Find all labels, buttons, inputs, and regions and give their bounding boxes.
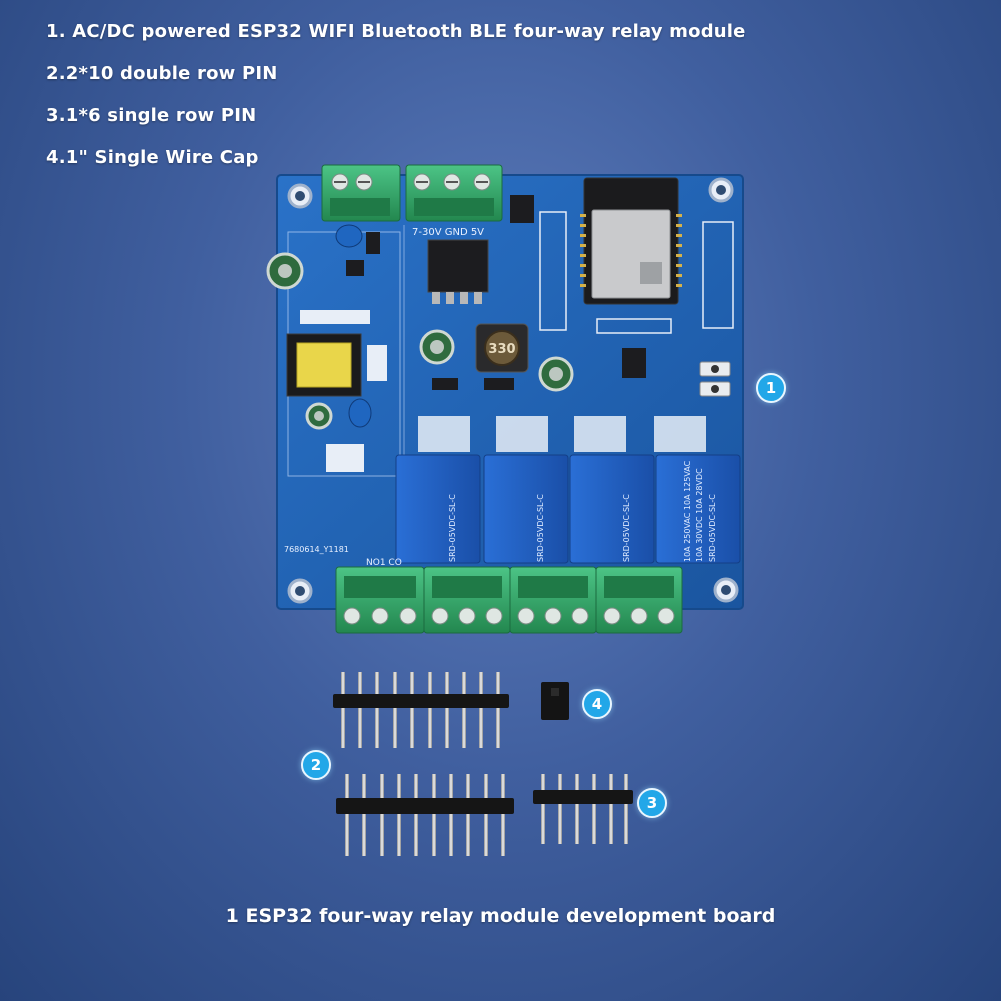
transformer — [286, 333, 362, 397]
spec-line-1: 1. AC/DC powered ESP32 WIFI Bluetooth BL… — [46, 21, 746, 42]
header-footprint-bottom — [596, 318, 672, 334]
spec-line-3: 3.1*6 single row PIN — [46, 105, 257, 126]
double-row-pin-header-2 — [336, 774, 514, 856]
spec-list: 1. AC/DC powered ESP32 WIFI Bluetooth BL… — [46, 18, 746, 186]
relay-rating-1: 10A 250VAC 10A 125VAC — [683, 460, 692, 562]
relay-3: SRD-05VDC-SL-C — [569, 454, 655, 564]
esp32-module — [580, 177, 682, 305]
mounting-holes — [287, 177, 739, 604]
spec-line-4: 4.1" Single Wire Cap — [46, 147, 259, 168]
product-caption: 1 ESP32 four-way relay module developmen… — [225, 905, 776, 927]
jumper-cap — [541, 682, 569, 720]
spec-line-2: 2.2*10 double row PIN — [46, 63, 278, 84]
relay-3-part: SRD-05VDC-SL-C — [622, 494, 631, 562]
relay-4: SRD-05VDC-SL-C 10A 250VAC 10A 125VAC 10A… — [655, 454, 741, 564]
relay-drivers — [418, 416, 706, 452]
inductor: 330 — [475, 323, 529, 373]
push-buttons — [699, 361, 731, 397]
electrolytic-capacitors — [266, 252, 574, 430]
double-row-pin-header — [333, 672, 509, 748]
terminal-block-dc — [405, 164, 503, 222]
relay-4-part: SRD-05VDC-SL-C — [708, 494, 717, 562]
callout-badge-1: 1 — [756, 373, 786, 403]
voltage-regulator — [427, 239, 489, 304]
smd-components — [300, 195, 646, 472]
relay-1-part: SRD-05VDC-SL-C — [448, 494, 457, 562]
terminal-label: NO1 CO — [366, 558, 402, 568]
bottom-terminal-blocks — [335, 566, 683, 634]
power-input-label: 7-30V GND 5V — [412, 227, 484, 238]
relay-1: SRD-05VDC-SL-C — [395, 454, 481, 564]
relay-2: SRD-05VDC-SL-C — [483, 454, 569, 564]
header-footprint-right — [702, 221, 734, 329]
header-footprint-left — [539, 211, 567, 331]
relay-2-part: SRD-05VDC-SL-C — [536, 494, 545, 562]
relay-rating-2: 10A 30VDC 10A 28VDC — [695, 468, 704, 562]
callout-badge-2: 2 — [301, 750, 331, 780]
callout-badge-4: 4 — [582, 689, 612, 719]
single-row-pin-header — [533, 774, 633, 844]
board-code: 7680614_Y1181 — [284, 545, 349, 554]
ceramic-capacitors — [335, 224, 372, 428]
inductor-label: 330 — [488, 342, 515, 357]
callout-badge-3: 3 — [637, 788, 667, 818]
relay-board: 7-30V GND 5V — [266, 164, 744, 634]
terminal-block-ac — [321, 164, 401, 222]
